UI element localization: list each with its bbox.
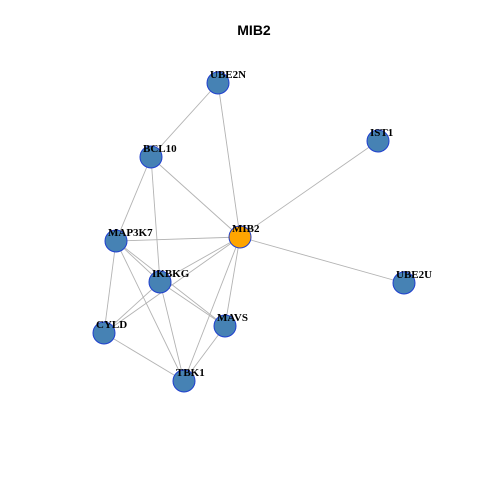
edge-layer bbox=[103, 82, 405, 382]
edge-ube2n-mib2 bbox=[217, 82, 241, 238]
node-ube2n[interactable] bbox=[206, 71, 230, 95]
node-mavs[interactable] bbox=[213, 314, 237, 338]
node-map3k7[interactable] bbox=[104, 229, 128, 253]
node-label-tbk1: TBK1 bbox=[176, 367, 205, 379]
edge-mib2-ikbkg bbox=[159, 236, 241, 283]
node-label-ist1: IST1 bbox=[370, 127, 393, 139]
node-label-mib2: MIB2 bbox=[232, 223, 260, 235]
node-cyld[interactable] bbox=[92, 321, 116, 345]
edge-ikbkg-mavs bbox=[159, 281, 226, 327]
edge-mib2-mavs bbox=[224, 236, 241, 327]
node-label-cyld: CYLD bbox=[96, 319, 127, 331]
edge-ikbkg-cyld bbox=[103, 281, 161, 334]
node-ist1[interactable] bbox=[366, 129, 390, 153]
node-label-ube2u: UBE2U bbox=[396, 269, 432, 281]
node-ikbkg[interactable] bbox=[148, 270, 172, 294]
node-label-mavs: MAVS bbox=[217, 312, 248, 324]
node-label-bcl10: BCL10 bbox=[143, 143, 177, 155]
edge-bcl10-ikbkg bbox=[150, 156, 161, 283]
edge-map3k7-cyld bbox=[103, 240, 117, 334]
edge-map3k7-tbk1 bbox=[115, 240, 185, 382]
edge-bcl10-mib2 bbox=[150, 156, 241, 238]
node-label-ube2n: UBE2N bbox=[210, 69, 246, 81]
node-label-map3k7: MAP3K7 bbox=[108, 227, 153, 239]
graph-title: MIB2 bbox=[237, 22, 271, 38]
edge-bcl10-map3k7 bbox=[115, 156, 152, 242]
edge-mib2-ube2u bbox=[239, 236, 405, 284]
node-ube2u[interactable] bbox=[392, 271, 416, 295]
node-label-ikbkg: IKBKG bbox=[152, 268, 190, 280]
edge-cyld-tbk1 bbox=[103, 332, 185, 382]
edge-map3k7-mib2 bbox=[115, 236, 241, 242]
node-mib2[interactable] bbox=[228, 225, 252, 249]
node-bcl10[interactable] bbox=[139, 145, 163, 169]
edge-ube2n-bcl10 bbox=[150, 82, 219, 158]
edge-mib2-tbk1 bbox=[183, 236, 241, 382]
edge-ist1-mib2 bbox=[239, 140, 379, 238]
node-layer bbox=[92, 71, 416, 393]
edge-mib2-cyld bbox=[103, 236, 241, 334]
edge-ikbkg-tbk1 bbox=[159, 281, 185, 382]
node-tbk1[interactable] bbox=[172, 369, 196, 393]
